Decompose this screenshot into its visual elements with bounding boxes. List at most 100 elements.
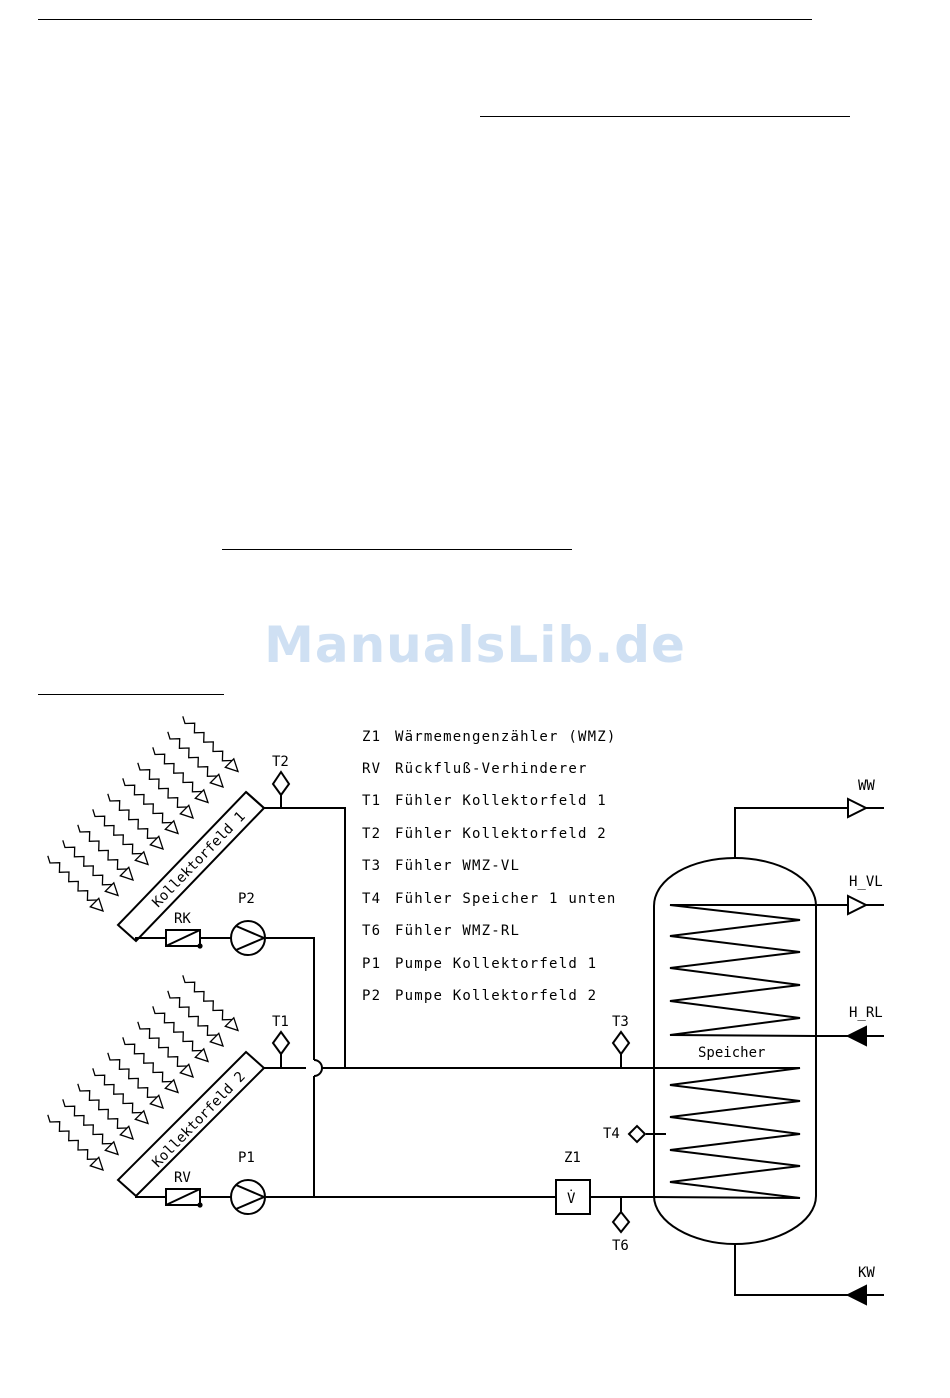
top-rule (38, 19, 812, 20)
label-kw: KW (858, 1265, 875, 1281)
heat-meter-z1 (555, 1179, 591, 1215)
sunlight-ray-arrow (179, 1063, 195, 1079)
label-t2: T2 (272, 754, 289, 770)
legend-text-t2: Fühler Kollektorfeld 2 (395, 826, 607, 842)
pipe-c1-top (264, 807, 346, 1068)
sunlight-ray-arrow (89, 897, 105, 913)
legend-code-t6: T6 (362, 923, 381, 939)
sensor-t4 (627, 1124, 647, 1144)
sunlight-ray (152, 1006, 203, 1052)
legend-text-p2: Pumpe Kollektorfeld 2 (395, 988, 597, 1004)
label-t6: T6 (612, 1238, 629, 1254)
legend-text-t6: Fühler WMZ-RL (395, 923, 520, 939)
legend-code-p2: P2 (362, 988, 381, 1004)
label-rv: RV (174, 1170, 191, 1186)
sunlight-ray (122, 778, 173, 824)
sensor-t3 (611, 1030, 631, 1056)
legend-code-t3: T3 (362, 858, 381, 874)
label-storage: Speicher (698, 1045, 765, 1061)
arrow-h-rl (847, 1026, 867, 1046)
legend-text-t4: Fühler Speicher 1 unten (395, 891, 616, 907)
label-z1: Z1 (564, 1150, 581, 1166)
label-flow-symbol: V̇ (567, 1188, 576, 1207)
label-p2: P2 (238, 891, 255, 907)
sunlight-rays-2 (47, 975, 240, 1172)
sunlight-ray (122, 1037, 173, 1083)
sunlight-ray-arrow (164, 819, 180, 835)
storage-tank (653, 856, 817, 1246)
sunlight-ray (182, 975, 233, 1021)
sensor-t2 (271, 770, 291, 797)
pipe-p2-out (266, 937, 315, 1060)
sunlight-ray-arrow (119, 866, 135, 882)
legend: Z1 Wärmemengenzähler (WMZ) RV Rückfluß-V… (362, 729, 616, 1004)
sensor-t1 (271, 1030, 291, 1056)
sunlight-ray (107, 1052, 158, 1098)
legend-text-z1: Wärmemengenzähler (WMZ) (395, 729, 616, 745)
label-t4: T4 (603, 1126, 620, 1142)
sunlight-ray (92, 1068, 143, 1114)
legend-code-t4: T4 (362, 891, 381, 907)
sunlight-ray-arrow (134, 850, 150, 866)
sunlight-ray-arrow (209, 1032, 225, 1048)
label-rk: RK (174, 911, 191, 927)
sunlight-ray (92, 809, 143, 855)
sunlight-ray (182, 716, 233, 762)
legend-code-t1: T1 (362, 793, 381, 809)
label-collector-1: Kollektorfeld 1 (149, 809, 248, 911)
sunlight-ray (107, 793, 158, 839)
sunlight-ray (62, 840, 113, 886)
legend-text-t3: Fühler WMZ-VL (395, 858, 520, 874)
arrow-kw (847, 1285, 867, 1305)
sunlight-ray (167, 731, 218, 777)
legend-text-p1: Pumpe Kollektorfeld 1 (395, 956, 597, 972)
sunlight-ray (62, 1099, 113, 1145)
sunlight-ray (77, 1083, 128, 1129)
heading-rule-1 (480, 116, 850, 117)
label-h-rl: H_RL (849, 1005, 883, 1021)
pipe-c2-return (135, 1196, 166, 1198)
legend-code-t2: T2 (362, 826, 381, 842)
sunlight-ray (152, 747, 203, 793)
arrow-h-vl (847, 895, 867, 915)
sunlight-ray-arrow (104, 1140, 120, 1156)
label-p1: P1 (238, 1150, 255, 1166)
sunlight-ray-arrow (104, 881, 120, 897)
arrow-ww (847, 798, 867, 818)
label-h-vl: H_VL (849, 874, 883, 890)
sunlight-ray-arrow (224, 1016, 240, 1032)
sunlight-ray-arrow (164, 1078, 180, 1094)
legend-text-t1: Fühler Kollektorfeld 1 (395, 793, 607, 809)
sunlight-ray-arrow (134, 1109, 150, 1125)
sunlight-rays-1 (47, 716, 240, 913)
sunlight-ray-arrow (149, 1094, 165, 1110)
sunlight-ray-arrow (194, 1047, 210, 1063)
sunlight-ray-arrow (224, 757, 240, 773)
heading-rule-3 (38, 694, 224, 695)
sunlight-ray-arrow (194, 788, 210, 804)
sunlight-ray (47, 855, 98, 901)
pipe-ww (734, 807, 848, 858)
heading-rule-2 (222, 549, 572, 550)
lower-solar-coil (653, 1067, 801, 1199)
sunlight-ray-arrow (209, 773, 225, 789)
sunlight-ray-arrow (89, 1156, 105, 1172)
sunlight-ray (77, 824, 128, 870)
sunlight-ray (47, 1114, 98, 1160)
watermark: ManualsLib.de (264, 616, 686, 674)
sunlight-ray-arrow (179, 804, 195, 820)
sunlight-ray (137, 1021, 188, 1067)
sunlight-ray (137, 762, 188, 808)
label-t1: T1 (272, 1014, 289, 1030)
legend-text-rv: Rückfluß-Verhinderer (395, 761, 588, 777)
upper-heating-coil (669, 904, 817, 1037)
legend-code-z1: Z1 (362, 729, 381, 745)
label-ww: WW (858, 778, 875, 794)
sunlight-ray (167, 990, 218, 1036)
pipe-c1-return (135, 937, 166, 941)
label-collector-2: Kollektorfeld 2 (149, 1069, 248, 1171)
label-t3: T3 (612, 1014, 629, 1030)
legend-code-rv: RV (362, 761, 381, 777)
legend-code-p1: P1 (362, 956, 381, 972)
